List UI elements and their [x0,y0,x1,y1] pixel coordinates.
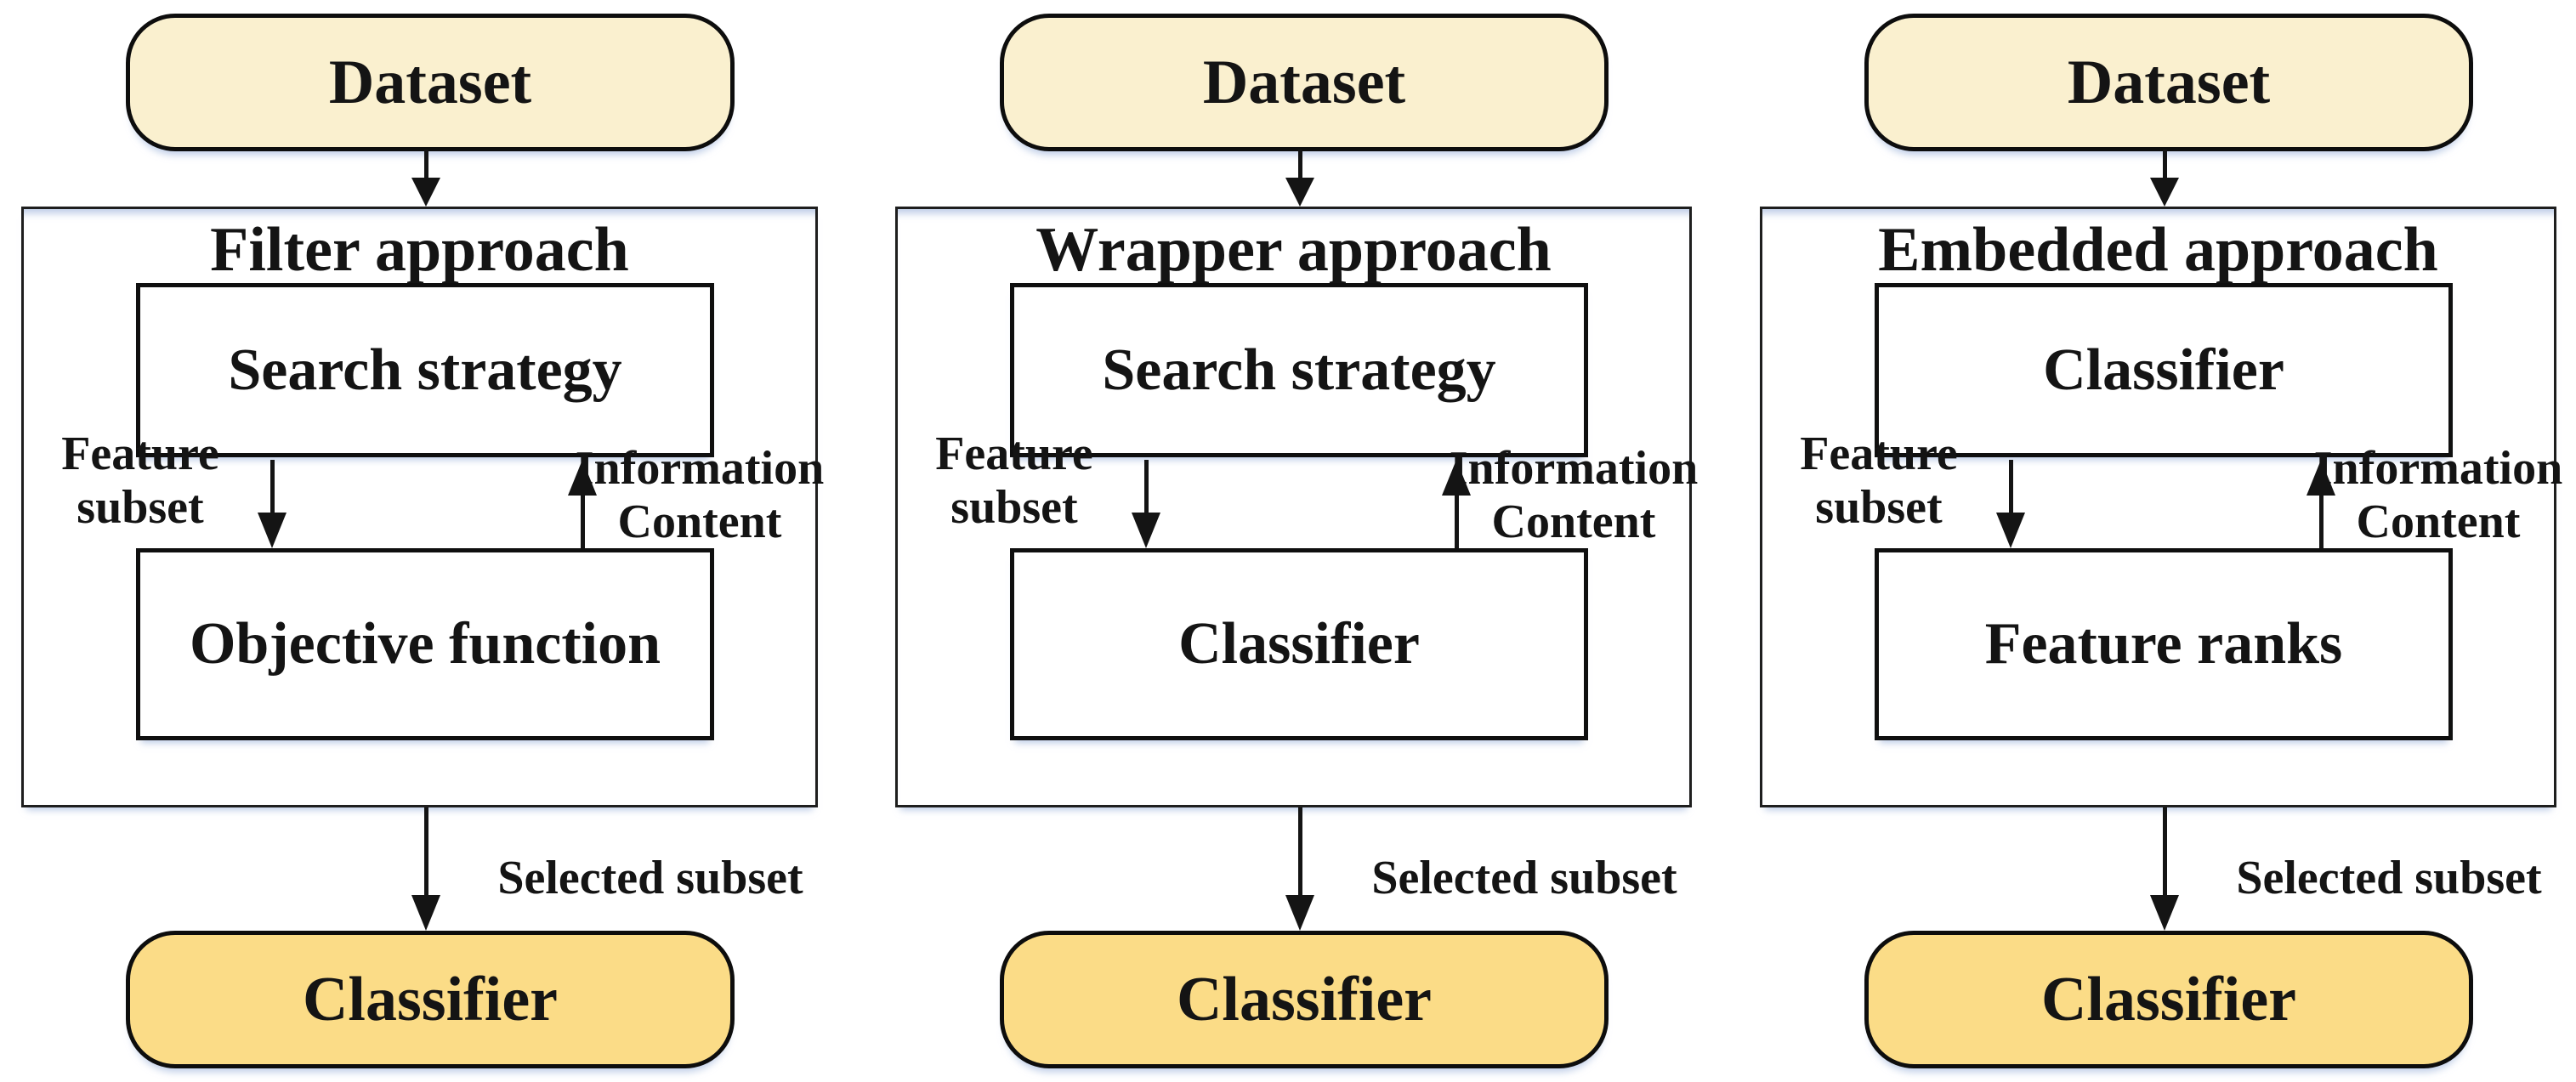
dataset-label: Dataset [2067,47,2271,117]
arrow-shaft [423,807,428,895]
arrow-shaft [1297,150,1302,178]
arrowhead-down-icon [1996,513,2025,548]
panel-wrapper: Dataset Wrapper approach Search strategy… [874,0,1733,1082]
selected-subset-label: Selected subset [1371,852,1677,904]
panel-embedded: Dataset Embedded approach Classifier Fea… [1739,0,2576,1082]
dataset-label: Dataset [1202,47,1406,117]
feature-subset-line1: Feature [935,428,1093,480]
feature-subset-line2: subset [77,481,204,534]
feature-subset-line1: Feature [61,428,219,480]
feature-subset-label: Feature subset [908,428,1121,535]
arrowhead-up-icon [568,460,597,496]
classifier-node: Classifier [1000,931,1609,1068]
feature-subset-arrow [1994,460,2028,548]
classifier-node: Classifier [1864,931,2473,1068]
selected-subset-label: Selected subset [497,852,803,904]
information-content-label: Information Content [568,442,831,549]
arrow-shaft [580,496,585,548]
classifier-box: Classifier [1010,548,1588,740]
arrow-shaft [1297,807,1302,895]
feature-subset-label: Feature subset [1773,428,1985,535]
search-strategy-box: Search strategy [1010,283,1588,457]
information-content-label: Information Content [1442,442,1705,549]
dataset-node: Dataset [126,14,735,151]
arrowhead-down-icon [1285,895,1314,931]
classifier-label: Classifier [302,964,559,1034]
panel-title: Embedded approach [1878,215,2438,285]
feature-ranks-box: Feature ranks [1875,548,2453,740]
information-content-arrow [2304,460,2338,548]
classifier-label: Classifier [1176,964,1433,1034]
feature-subset-line1: Feature [1800,428,1958,480]
feature-subset-arrow [1129,460,1163,548]
dataset-arrow [2148,150,2182,207]
arrowhead-down-icon [2150,178,2179,207]
classifier-node: Classifier [126,931,735,1068]
information-content-line1: Information [575,442,825,495]
selected-subset-arrow [409,807,443,931]
information-content-line1: Information [2313,442,2563,495]
classifier-label: Classifier [2040,964,2297,1034]
feature-subset-line2: subset [1815,481,1943,534]
information-content-label: Information Content [2306,442,2570,549]
arrowhead-down-icon [2150,895,2179,931]
arrow-shaft [423,150,428,178]
arrowhead-down-icon [1285,178,1314,207]
arrowhead-down-icon [411,895,440,931]
information-content-arrow [565,460,599,548]
objective-function-label: Objective function [189,611,661,677]
search-strategy-label: Search strategy [1102,337,1496,403]
classifier-box: Classifier [1875,283,2453,457]
arrow-shaft [2008,460,2013,513]
information-content-line2: Content [1491,496,1656,548]
arrowhead-up-icon [2306,460,2335,496]
information-content-line2: Content [2356,496,2521,548]
arrowhead-up-icon [1442,460,1471,496]
dataset-node: Dataset [1000,14,1609,151]
dataset-node: Dataset [1864,14,2473,151]
arrow-shaft [1143,460,1149,513]
classifier-box-label: Classifier [2043,337,2284,403]
classifier-box-label: Classifier [1178,611,1420,677]
arrow-shaft [1454,496,1459,548]
feature-subset-arrow [255,460,289,548]
dataset-arrow [1283,150,1317,207]
selected-subset-arrow [1283,807,1317,931]
dataset-arrow [409,150,443,207]
selected-subset-label: Selected subset [2236,852,2542,904]
dataset-label: Dataset [328,47,532,117]
objective-function-box: Objective function [136,548,714,740]
information-content-line2: Content [617,496,782,548]
panel-filter: Dataset Filter approach Search strategy … [0,0,859,1082]
search-strategy-box: Search strategy [136,283,714,457]
arrow-shaft [270,460,275,513]
feature-subset-label: Feature subset [34,428,247,535]
arrowhead-down-icon [411,178,440,207]
feature-subset-line2: subset [950,481,1078,534]
arrow-shaft [2318,496,2324,548]
panel-title: Filter approach [210,215,629,285]
arrowhead-down-icon [258,513,287,548]
panel-title: Wrapper approach [1036,215,1552,285]
arrow-shaft [2162,807,2167,895]
search-strategy-label: Search strategy [228,337,622,403]
arrowhead-down-icon [1132,513,1160,548]
information-content-arrow [1439,460,1473,548]
arrow-shaft [2162,150,2167,178]
selected-subset-arrow [2148,807,2182,931]
feature-ranks-label: Feature ranks [1984,611,2343,677]
information-content-line1: Information [1449,442,1699,495]
